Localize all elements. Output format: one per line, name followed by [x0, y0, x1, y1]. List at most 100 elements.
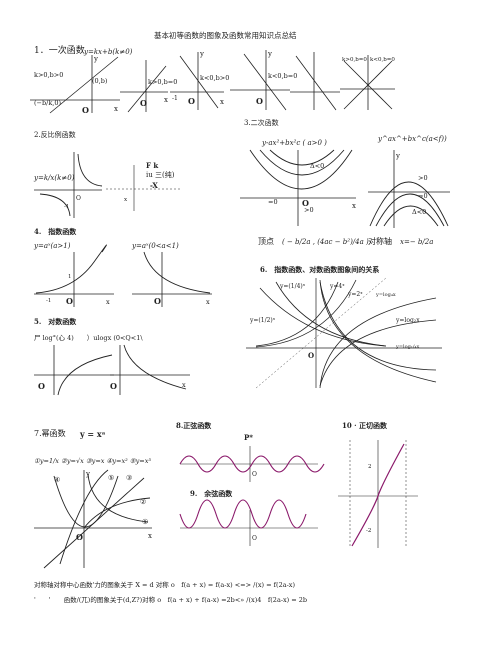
linear-g3-x: x: [220, 98, 224, 106]
power-formula: y = xᵃ: [80, 429, 106, 439]
quadratic-delta-lt: Δ<0: [310, 162, 324, 170]
tangent-t2: 2: [368, 464, 372, 470]
power-origin: O: [76, 532, 83, 542]
inverse-heading: 2.反比例函数: [34, 131, 76, 139]
linear-graph-4: y k<0,b=0 O: [230, 50, 297, 111]
linear-g5-cond1: k>0,b=0: [342, 57, 367, 63]
relation-heading: 6. 指数函数、对数函数图象间的关系: [260, 265, 380, 274]
page-title: 基本初等函数的图象及函数常用知识点总结: [154, 31, 297, 40]
quadratic-y: y: [395, 152, 400, 160]
inverse-tm1: -1: [64, 204, 69, 210]
exp-g1-x: x: [106, 298, 110, 306]
relation-l1: y=(1/4)ˣ: [279, 283, 306, 290]
inverse-mid-2: iu 三(纯): [146, 171, 175, 179]
relation-l8: y=log₁/₄x: [395, 344, 420, 350]
log-formula: 尸 log°(心 4) ）ulogx (0<Q<1\: [34, 334, 143, 342]
linear-g2-cond: k>0,b=0: [148, 78, 177, 86]
relation-origin: O: [308, 351, 314, 360]
linear-g4-cond: k<0,b=0: [268, 72, 297, 80]
exp-g1-tm1: -1: [46, 298, 51, 304]
inverse-origin: O: [76, 195, 81, 202]
footer-line-2: ' ' 函数/(兀)的图象关于(d,Z?)对称 o f(a + x) + f(a…: [34, 596, 308, 604]
sine-origin: O: [252, 471, 257, 478]
cosine-graph: O: [179, 499, 318, 546]
inverse-mid-1: F k: [146, 161, 159, 170]
quadratic-formula-left: y-ax²+bx²c ( a>0 ): [262, 139, 327, 147]
quadratic-delta-gt-r: >0: [418, 174, 428, 182]
exp-g2-origin: O: [154, 296, 161, 306]
power-curve-5: ⑤: [108, 474, 114, 482]
exp-g2-x: x: [206, 298, 210, 306]
sine-graph: O: [179, 446, 325, 482]
linear-graph-4b: [290, 52, 340, 111]
quadratic-axis-label: 对称轴: [368, 237, 392, 246]
linear-g4-origin: O: [256, 96, 263, 106]
quadratic-x: x: [352, 202, 356, 210]
quadratic-vertex: ( − b/2a , (4ac − b²)/4a ): [282, 238, 369, 246]
log-graph-2: O x: [110, 344, 190, 395]
power-curve-2: ②: [140, 498, 146, 506]
linear-heading: 1．一次函数: [34, 46, 85, 56]
power-curve-3: ③: [126, 474, 132, 482]
linear-g1-y: y: [93, 55, 98, 63]
relation-l2: y=4ˣ: [329, 283, 345, 290]
linear-g1-pt2: (−b/k,0): [34, 99, 61, 107]
relation-l6: y=log₄x: [375, 292, 396, 298]
relation-l3: y=2ˣ: [347, 291, 363, 298]
power-list: ①y=1/x ②y=√x ③y=x ④y=x² ⑤y=x³: [34, 457, 151, 465]
log-g1-origin: O: [38, 381, 45, 391]
exp-g1-t1: 1: [68, 274, 72, 280]
tangent-graph: 2 -2: [338, 440, 418, 548]
inverse-graph-small: [106, 165, 182, 211]
linear-g1-x: x: [114, 105, 118, 113]
relation-graph: y=(1/4)ˣ y=4ˣ y=2ˣ y=(1/2)ˣ y=log₂x y=lo…: [246, 277, 442, 389]
quadratic-axis: x=− b/2a: [400, 238, 434, 246]
linear-g1-origin: O: [82, 105, 89, 115]
linear-g3-y: y: [199, 50, 204, 58]
linear-formula: y=kx+b(k≠0): [84, 48, 133, 56]
log-graph-1: O: [34, 345, 114, 396]
linear-g5-cond2: k<0,b=0: [370, 57, 395, 63]
log-g2-x: x: [182, 381, 186, 389]
relation-l4: y=(1/2)ˣ: [249, 317, 276, 324]
quadratic-delta-lt-r: Δ<0: [412, 208, 426, 216]
tangent-tm2: -2: [366, 528, 371, 534]
linear-g3-origin: O: [188, 96, 195, 106]
linear-g3-cond: k<0,b>0: [200, 74, 229, 82]
relation-l5: y=log₂x: [395, 317, 420, 324]
quadratic-heading: 3.二次函数: [244, 119, 279, 127]
log-g2-origin: O: [110, 381, 117, 391]
quadratic-graph-up: Δ<0 =0 >0 O x: [240, 149, 356, 226]
quadratic-delta-gt: >0: [304, 206, 314, 214]
quadratic-origin: O: [302, 198, 309, 208]
power-x: x: [148, 532, 152, 540]
inverse-graph: y=k/x(k≠0) O -1: [33, 152, 103, 218]
power-graph: ④ ⑤ ③ ② ① O x y: [34, 469, 152, 569]
linear-g3-tm1: -1: [172, 95, 178, 102]
linear-graph-2: k>0,b=0 O x: [120, 60, 177, 113]
linear-g4-y: y: [267, 50, 272, 58]
linear-graph-3: y k<0,b>0 O x -1: [170, 50, 229, 110]
inverse-formula: y=k/x(k≠0): [33, 174, 75, 182]
log-heading: 5. 对数函数: [34, 317, 77, 326]
sine-label: P*: [244, 433, 253, 442]
exp-formula-2: y=aˣ(0<a<1): [132, 242, 179, 250]
cosine-heading: 9. 余弦函数: [190, 489, 233, 498]
power-curve-1: ①: [142, 518, 148, 526]
exp-heading: 4. 指数函数: [34, 227, 77, 236]
linear-g1-pt1: (0,b): [92, 77, 108, 85]
power-curve-4: ④: [54, 476, 60, 484]
quadratic-vertex-label: 顶点: [258, 237, 274, 246]
quadratic-formula-right: y^ax^+bx^c(a<f)): [378, 135, 447, 143]
quadratic-delta-eq-r: =0: [418, 192, 428, 200]
inverse-mid-3: -X: [150, 181, 158, 190]
linear-graph-5: k>0,b=0 k<0,b=0: [340, 55, 395, 110]
linear-g2-origin: O: [140, 98, 147, 108]
power-y: y: [85, 470, 90, 478]
exp-graph-2: O x: [132, 251, 212, 307]
linear-graph-1: k>0,b>0 (0,b) (−b/k,0) O x y: [30, 55, 120, 115]
quadratic-graph-down: >0 =0 Δ<0 y: [368, 150, 450, 228]
inverse-mid-4: x: [124, 197, 128, 203]
tangent-heading: 10 · 正切函数: [342, 421, 388, 430]
power-heading: 7.幂函数: [34, 429, 66, 438]
